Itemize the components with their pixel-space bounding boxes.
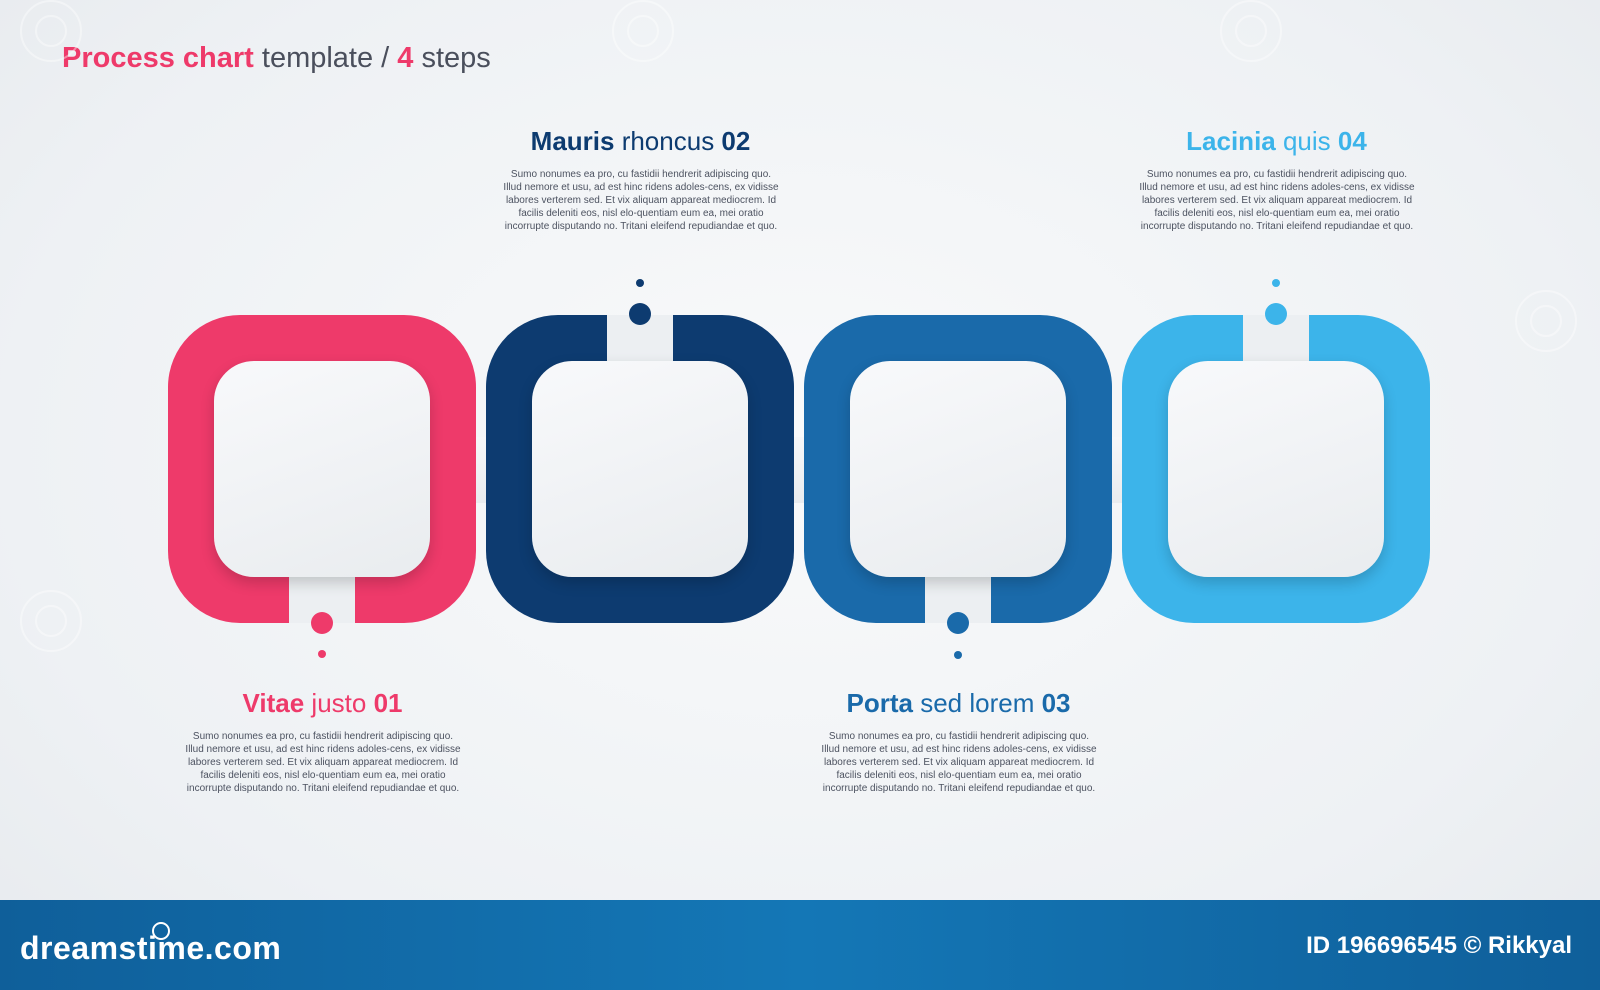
watermark-logo-icon <box>1515 290 1577 352</box>
step-title-bold: Mauris <box>530 126 615 156</box>
step-title-rest: rhoncus <box>614 126 722 156</box>
title-accent: Process chart <box>62 42 254 74</box>
step-box-4 <box>1168 361 1384 577</box>
step-title-1: Vitae justo 01 <box>180 688 465 719</box>
step-ring-4 <box>1122 315 1430 623</box>
step-dot <box>947 612 969 634</box>
title-count: 4 <box>397 42 414 74</box>
step-box-3 <box>850 361 1066 577</box>
step-text-2: Sumo nonumes ea pro, cu fastidii hendrer… <box>503 169 779 232</box>
step-box-2 <box>532 361 748 577</box>
step-title-rest: justo <box>304 688 374 718</box>
step-number: 03 <box>1041 688 1071 718</box>
step-title-4: Lacinia quis 04 <box>1134 126 1419 157</box>
image-credit: ID 196696545 © Rikkyal <box>1306 932 1572 959</box>
brand-logo[interactable]: dreamstime.com <box>20 930 282 966</box>
step-title-bold: Lacinia <box>1186 126 1276 156</box>
step-title-rest: quis <box>1275 126 1338 156</box>
watermark-logo-icon <box>20 0 82 62</box>
step-ring-1 <box>168 315 476 623</box>
step-dot-small <box>318 650 326 658</box>
footer-bar: dreamstime.com ID 196696545 © Rikkyal <box>0 900 1600 990</box>
step-ring-2 <box>486 315 794 623</box>
step-title-3: Porta sed lorem 03 <box>816 688 1101 719</box>
step-text-3: Sumo nonumes ea pro, cu fastidii hendrer… <box>821 731 1097 794</box>
step-dot <box>1265 303 1287 325</box>
step-number: 01 <box>373 688 403 718</box>
page-title: Process chart template / 4 steps <box>62 42 491 75</box>
process-chain <box>168 279 1430 659</box>
step-title-rest: sed lorem <box>912 688 1042 718</box>
title-end: steps <box>413 42 491 74</box>
step-number: 02 <box>721 126 751 156</box>
step-dot <box>311 612 333 634</box>
step-number: 04 <box>1337 126 1367 156</box>
brand-spiral-icon <box>152 922 170 940</box>
step-text-4: Sumo nonumes ea pro, cu fastidii hendrer… <box>1139 169 1415 232</box>
step-box-1 <box>214 361 430 577</box>
step-dot-small <box>636 279 644 287</box>
step-title-2: Mauris rhoncus 02 <box>498 126 783 157</box>
step-title-bold: Vitae <box>242 688 305 718</box>
step-ring-3 <box>804 315 1112 623</box>
step-dot <box>629 303 651 325</box>
watermark-logo-icon <box>1220 0 1282 62</box>
title-middle: template / <box>253 42 398 74</box>
step-dot-small <box>954 651 962 659</box>
step-text-1: Sumo nonumes ea pro, cu fastidii hendrer… <box>185 731 461 794</box>
watermark-logo-icon <box>612 0 674 62</box>
watermark-logo-icon <box>20 590 82 652</box>
step-dot-small <box>1272 279 1280 287</box>
step-title-bold: Porta <box>846 688 913 718</box>
